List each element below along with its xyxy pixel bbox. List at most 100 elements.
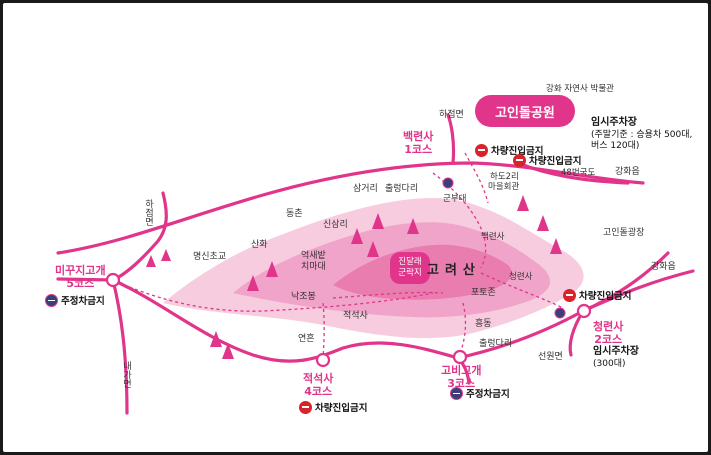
goindol-park-badge[interactable]: 고인돌공원 [475,95,575,127]
cheongryeon-parking-title: 임시주차장 [593,346,639,357]
junction-gobi [452,349,468,365]
park-parking-info: 임시주차장 (주말기준 : 승용차 500대, 버스 120대) [591,116,692,153]
course-2-num: 2코스 [594,332,623,346]
road-naega [111,278,129,415]
place-sinsamni: 신삼리 [323,220,348,230]
place-route48: 48번국도 [561,168,596,178]
road-north [56,161,645,255]
course-3-num: 3코스 [447,376,476,390]
hiking-trail-map [56,113,695,415]
course-4-num: 4코스 [304,384,333,398]
course-4-label[interactable]: 적석사 4코스 [303,372,334,398]
no-parking-icon [450,386,463,400]
trail-naksoe [332,291,444,299]
place-goindolgwang: 고인돌광장 [603,228,645,238]
parking-ban-markers [442,177,566,319]
no-entry-text: 차량진입금지 [491,146,544,157]
no-entry-icon [563,288,576,302]
mountain-name: 고려산 [427,263,481,278]
map-frame: 강화 자연사 박물관 고인돌공원 임시주차장 (주말기준 : 승용차 500대,… [3,3,708,452]
museum-label: 강화 자연사 박물관 [546,84,614,94]
course-1-num: 1코스 [404,142,433,156]
place-seonwon: 선원면 [538,352,563,362]
place-hajeom: 하점면 [439,110,464,120]
park-parking-title: 임시주차장 [591,117,637,128]
cheongryeon-parking-detail: (300대) [593,358,626,369]
trail-jeokseok [322,302,325,359]
peak [351,228,363,244]
no-parking-marker [442,177,454,189]
junction-markers [105,272,592,368]
course-2-name: 청련사 [593,320,624,333]
cheongryeon-parking-info: 임시주차장 (300대) [593,345,639,370]
no-entry-sign-1: 차량진입금지 [475,143,543,157]
no-entry-sign-3: 차량진입금지 [563,288,631,302]
road-mikkuji [56,191,168,282]
no-parking-sign-1: 주정차금지 [45,293,105,307]
junction-cheongryeon [576,303,592,319]
trail-hado [464,152,489,204]
azalea-colony-badge[interactable]: 진달래 군락지 [390,252,430,284]
peak [247,275,259,291]
park-parking-detail1: (주말기준 : 승용차 500대, [591,129,693,140]
road-hajeom-spur [446,113,456,165]
course-3-name: 고비고개 [441,364,482,377]
peak [372,213,384,229]
no-entry-icon [475,143,488,157]
place-naega: 내가면 [121,361,131,388]
road-east-branch [581,251,670,313]
peak [550,238,562,254]
place-chulleong2: 출렁다리 [479,339,513,349]
no-entry-icon [513,153,526,167]
peak [517,195,529,211]
place-samgeori: 삼거리 [353,184,378,194]
peak-markers [146,195,562,359]
no-entry-text: 차량진입금지 [579,291,632,302]
course-1-name: 백련사 [403,130,434,143]
no-entry-sign-2: 차량진입금지 [513,153,581,167]
course-4-name: 적석사 [303,372,334,385]
place-hado2: 마을회관 [488,182,520,192]
junction-jeokseok [315,352,331,368]
place-chulleong: 출렁다리 [385,184,419,194]
place-eokse1: 억새밭 [301,251,326,261]
course-3-label[interactable]: 고비고개 3코스 [441,364,482,390]
place-dongchon: 동촌 [286,209,303,219]
peak [266,261,278,277]
no-entry-text: 차량진입금지 [315,403,368,414]
course-2-label[interactable]: 청련사 2코스 [593,320,624,346]
peak [161,249,171,261]
place-hajeom-vertical: 하점면 [143,199,153,226]
place-ganghwa-2: 강화읍 [651,262,676,272]
place-myeongsin: 명신초교 [193,252,227,262]
place-yeonheun: 연흔 [298,334,315,344]
place-hado: 하도2리 [490,172,519,182]
road-48 [516,161,630,185]
place-jeokseoksa: 적석사 [343,311,368,321]
place-potojeon: 포토존 [471,288,496,298]
peak [210,331,222,347]
no-parking-text: 주정차금지 [61,296,105,307]
place-nakjo: 낙조봉 [291,292,316,302]
place-ganghwa-1: 강화읍 [615,167,640,177]
no-parking-icon [45,293,58,307]
peak [407,218,419,234]
course-5-label[interactable]: 미꾸지고개 5코스 [55,264,106,290]
no-entry-sign-4: 차량진입금지 [299,400,367,414]
no-parking-sign-2: 주정차금지 [450,386,510,400]
azalea-line1: 진달래 [398,257,422,268]
azalea-line2: 군락지 [398,268,422,278]
peak [537,215,549,231]
no-entry-icon [299,400,312,414]
place-heungdong: 흥동 [475,319,492,329]
junction-mikkuji [105,272,121,288]
peak [222,343,234,359]
trail-baekryeon [432,172,487,269]
place-cheongryeonsa: 청련사 [509,272,533,282]
place-sanhwa: 산화 [251,240,268,250]
place-gunbu: 군부대 [443,194,467,204]
course-1-label[interactable]: 백련사 1코스 [403,130,434,156]
park-parking-detail2: 버스 120대) [591,141,640,152]
trail-mikkuji [112,279,434,312]
course-5-num: 5코스 [66,276,95,290]
